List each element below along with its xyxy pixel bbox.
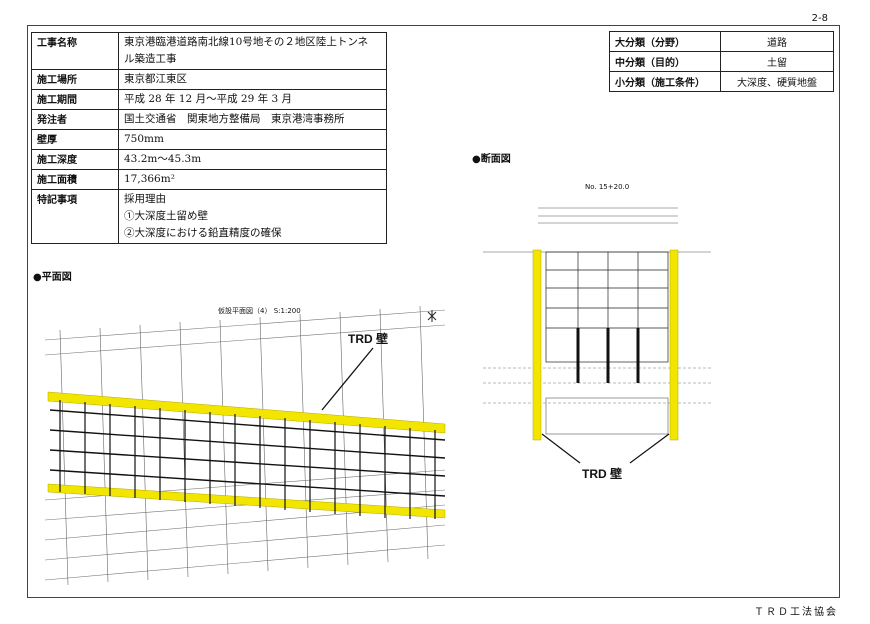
section-trd-leader-left [541, 433, 581, 464]
info-row: 施工場所東京都江東区 [31, 69, 387, 90]
classification-value: 道路 [720, 31, 834, 52]
info-key: 施工深度 [31, 149, 119, 170]
plan-drawing [44, 305, 446, 586]
page-number: 2-8 [811, 13, 828, 24]
section-drawing-title: No. 15+20.0 [585, 183, 630, 191]
info-value-line: 採用理由 [124, 193, 166, 205]
info-value-line: 東京港臨港道路南北線10号地その２地区陸上トンネ [124, 36, 369, 48]
north-arrow-icon [427, 310, 437, 322]
section-base-slab [545, 397, 669, 435]
info-value: 採用理由 ①大深度土留め壁 ②大深度における鉛直精度の確保 [118, 189, 387, 244]
classification-key: 中分類（目的） [609, 51, 721, 72]
info-value: 17,366m² [118, 169, 387, 190]
section-dimension-lines [483, 207, 711, 253]
plan-trd-leader [321, 347, 374, 411]
info-value: 43.2m～45.3m [118, 149, 387, 170]
info-row: 壁厚 750mm [31, 129, 387, 150]
info-key: 施工期間 [31, 89, 119, 110]
classification-row: 小分類（施工条件）大深度、硬質地盤 [609, 71, 834, 92]
info-value-line: ①大深度土留め壁 [124, 210, 208, 222]
info-key: 施工面積 [31, 169, 119, 190]
section-drawing [483, 207, 711, 464]
project-info-table: 工事名称東京港臨港道路南北線10号地その２地区陸上トンネル築造工事施工場所東京都… [31, 32, 387, 244]
plan-trd-label: TRD 壁 [348, 332, 388, 346]
info-row: 施工期間平成 28 年 12 月～平成 29 年 3 月 [31, 89, 387, 110]
section-heading: ●断面図 [472, 154, 511, 165]
section-trd-leader-right [629, 433, 670, 464]
info-row: 工事名称東京港臨港道路南北線10号地その２地区陸上トンネル築造工事 [31, 32, 387, 70]
plan-trd-wall-north-strip [47, 391, 446, 434]
info-value-line: 17,366m² [124, 173, 175, 185]
classification-value: 大深度、硬質地盤 [720, 71, 834, 92]
info-value: 東京都江東区 [118, 69, 387, 90]
info-value-line: 平成 28 年 12 月～平成 29 年 3 月 [124, 93, 292, 105]
section-trd-label: TRD 壁 [582, 467, 622, 481]
info-value: 東京港臨港道路南北線10号地その２地区陸上トンネル築造工事 [118, 32, 387, 70]
classification-row: 大分類（分野）道路 [609, 31, 834, 52]
info-value: 国土交通省 関東地方整備局 東京港湾事務所 [118, 109, 387, 130]
info-row: 発注者国土交通省 関東地方整備局 東京港湾事務所 [31, 109, 387, 130]
info-value-line: 43.2m～45.3m [124, 153, 202, 165]
info-value-line: ル築造工事 [124, 53, 177, 65]
info-row: 施工面積 17,366m² [31, 169, 387, 190]
page-frame [27, 25, 840, 598]
section-trd-wall-right [669, 249, 679, 441]
section-trd-wall-left [532, 249, 542, 441]
info-value: 平成 28 年 12 月～平成 29 年 3 月 [118, 89, 387, 110]
classification-key: 小分類（施工条件） [609, 71, 721, 92]
plan-strut-grid [49, 409, 446, 497]
section-piles [576, 328, 640, 383]
plan-drawing-title: 仮設平面図（4） S:1:200 [218, 307, 301, 315]
info-key: 施工場所 [31, 69, 119, 90]
info-value-line: ②大深度における鉛直精度の確保 [124, 227, 282, 239]
info-value-line: 750mm [124, 133, 164, 145]
info-key: 特記事項 [31, 189, 119, 244]
plan-waler-lines [59, 400, 436, 519]
info-value-line: 国土交通省 関東地方整備局 東京港湾事務所 [124, 113, 345, 125]
info-value-line: 東京都江東区 [124, 73, 187, 85]
classification-key: 大分類（分野） [609, 31, 721, 52]
classification-row: 中分類（目的）土留 [609, 51, 834, 72]
plan-trd-wall-south-strip [47, 483, 446, 519]
info-key: 壁厚 [31, 129, 119, 150]
footer-association: ＴＲＤ工法協会 [754, 607, 838, 618]
classification-value: 土留 [720, 51, 834, 72]
info-row: 施工深度 43.2m～45.3m [31, 149, 387, 170]
info-key: 工事名称 [31, 32, 119, 70]
info-value: 750mm [118, 129, 387, 150]
plan-heading: ●平面図 [33, 272, 72, 283]
classification-table: 大分類（分野）道路中分類（目的）土留小分類（施工条件）大深度、硬質地盤 [609, 31, 834, 92]
info-row: 特記事項採用理由 ①大深度土留め壁 ②大深度における鉛直精度の確保 [31, 189, 387, 244]
info-key: 発注者 [31, 109, 119, 130]
